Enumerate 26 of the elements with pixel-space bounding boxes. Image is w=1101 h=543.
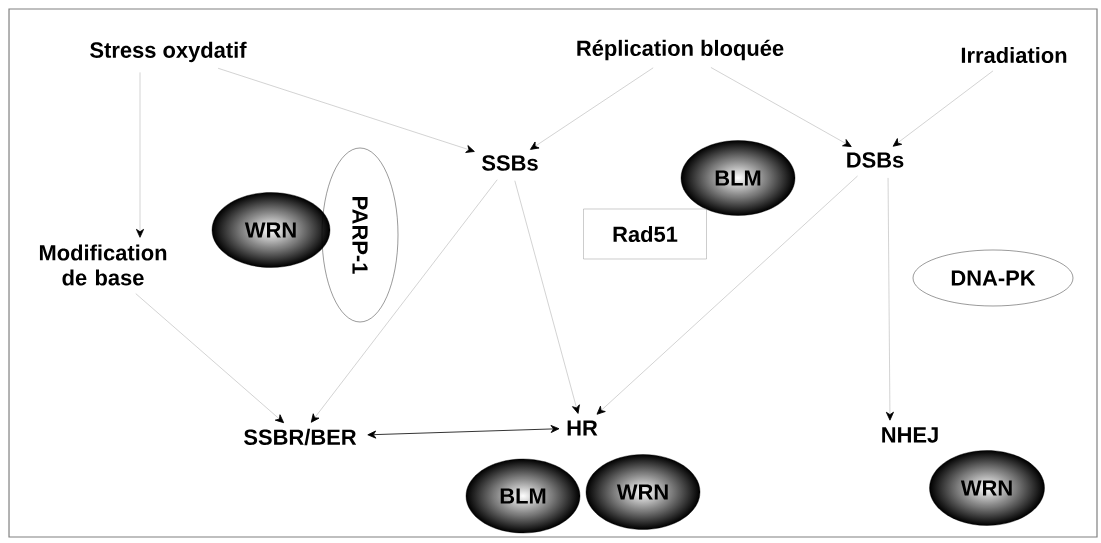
pathway-label: NHEJ bbox=[882, 427, 938, 443]
lesion-label: SSBs bbox=[482, 155, 538, 171]
arrow bbox=[885, 177, 894, 421]
arrow bbox=[135, 293, 285, 424]
pathway-label: SSBR/BER bbox=[244, 428, 357, 446]
arrow bbox=[710, 67, 852, 147]
stimulus-label: Stress oxydatif bbox=[90, 41, 247, 63]
arrow bbox=[596, 175, 858, 415]
pathway-label: HR bbox=[567, 420, 598, 436]
protein-oval: BLM bbox=[465, 458, 581, 534]
protein-oval: WRN bbox=[929, 450, 1045, 526]
lesion-label: Modification de base bbox=[39, 244, 167, 286]
stimulus-label: Réplication bloquée bbox=[577, 39, 784, 61]
lesion-label: DSBs bbox=[847, 152, 904, 168]
stimulus-label: Irradiation bbox=[961, 46, 1067, 64]
arrow bbox=[136, 72, 144, 238]
protein-box: Rad51 bbox=[583, 208, 707, 260]
protein-oval: WRN bbox=[211, 192, 331, 268]
arrow bbox=[310, 179, 498, 423]
arrow bbox=[530, 67, 654, 150]
arrow bbox=[892, 70, 994, 147]
protein-oval: WRN bbox=[585, 454, 701, 530]
arrow bbox=[217, 67, 475, 153]
protein-oval: BLM bbox=[680, 140, 796, 216]
arrow bbox=[514, 180, 580, 414]
arrow bbox=[367, 425, 560, 439]
